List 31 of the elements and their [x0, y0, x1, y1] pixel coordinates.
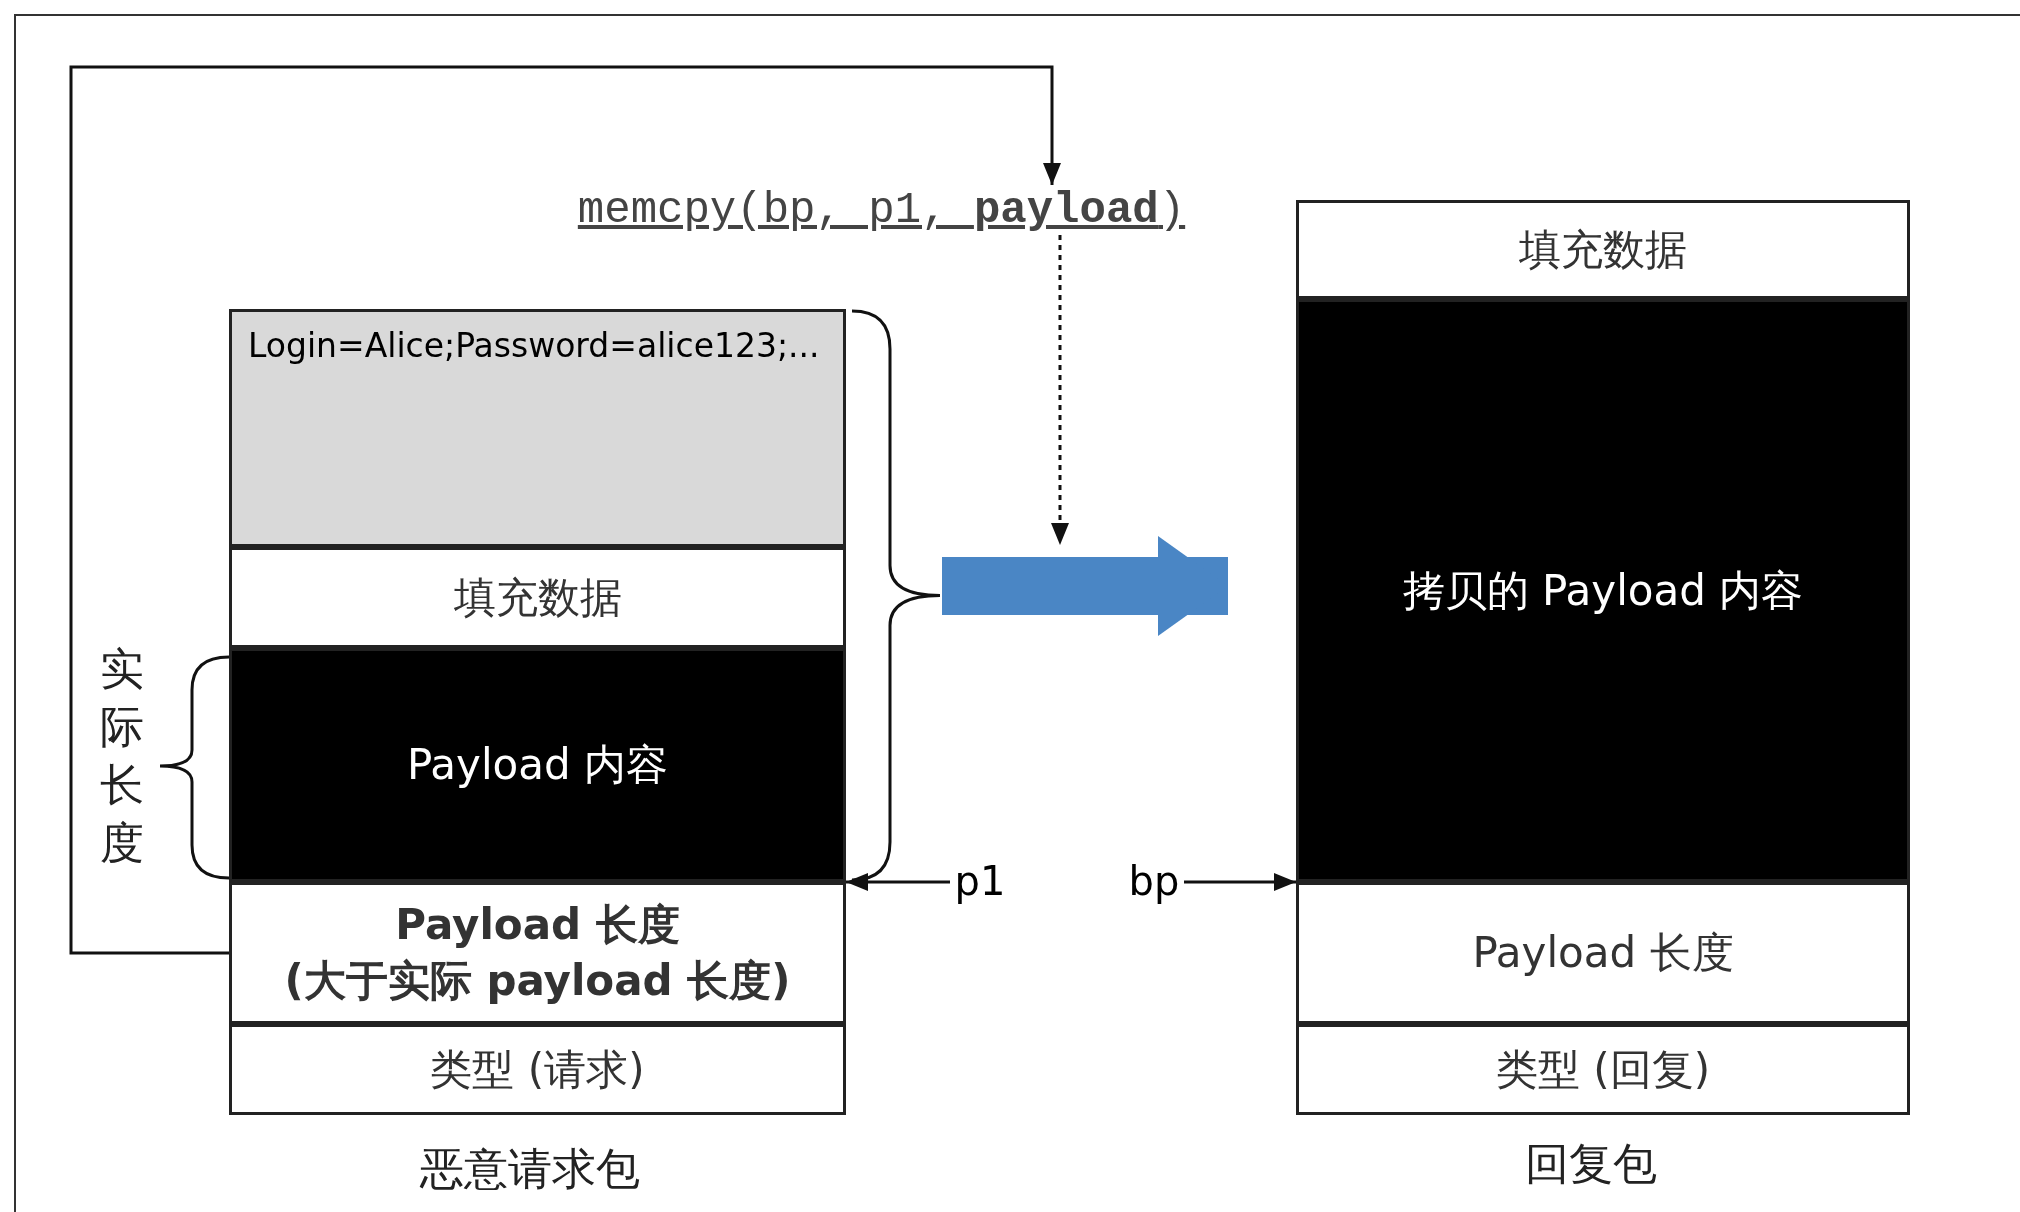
block-text: Login=Alice;Password=alice123;... — [248, 326, 820, 365]
function-call-text: memcpy(bp, p1, payload) — [577, 185, 1186, 235]
block-text: Payload 长度 — [1472, 927, 1734, 979]
type-field-block — [229, 1024, 846, 1115]
arrow — [846, 873, 950, 891]
caption: 回复包 — [1525, 1137, 1657, 1191]
dotted-arrow — [1051, 235, 1069, 545]
padding-block — [1296, 200, 1910, 299]
pointer-text: bp — [1128, 858, 1180, 904]
block-text: 填充数据 — [453, 571, 622, 624]
caption: 恶意请求包 — [420, 1142, 640, 1196]
pointer-text: p1 — [954, 858, 1006, 904]
block-text: Payload 内容 — [406, 739, 669, 791]
type-field-block — [1296, 1024, 1910, 1115]
padding-block — [229, 547, 846, 648]
curly-brace — [850, 309, 942, 882]
payload-block — [1296, 299, 1910, 882]
block-text: 填充数据 — [1519, 223, 1687, 276]
block-text: 拷贝的 Payload 内容 — [1402, 564, 1804, 617]
block-text: Payload 长度 — [395, 899, 680, 951]
block-arrow — [942, 536, 1228, 636]
block-text: 类型 (请求) — [430, 1043, 645, 1096]
vertical-label: 实际长度 — [100, 642, 145, 870]
block-text: (大于实际 payload 长度) — [284, 955, 791, 1007]
arrow — [1184, 873, 1296, 891]
memory-block — [229, 309, 846, 547]
length-field-block — [1296, 882, 1910, 1024]
block-text: 类型 (回复) — [1495, 1043, 1711, 1096]
length-field-block — [229, 882, 846, 1024]
arrow — [69, 65, 1061, 955]
payload-block — [229, 648, 846, 882]
